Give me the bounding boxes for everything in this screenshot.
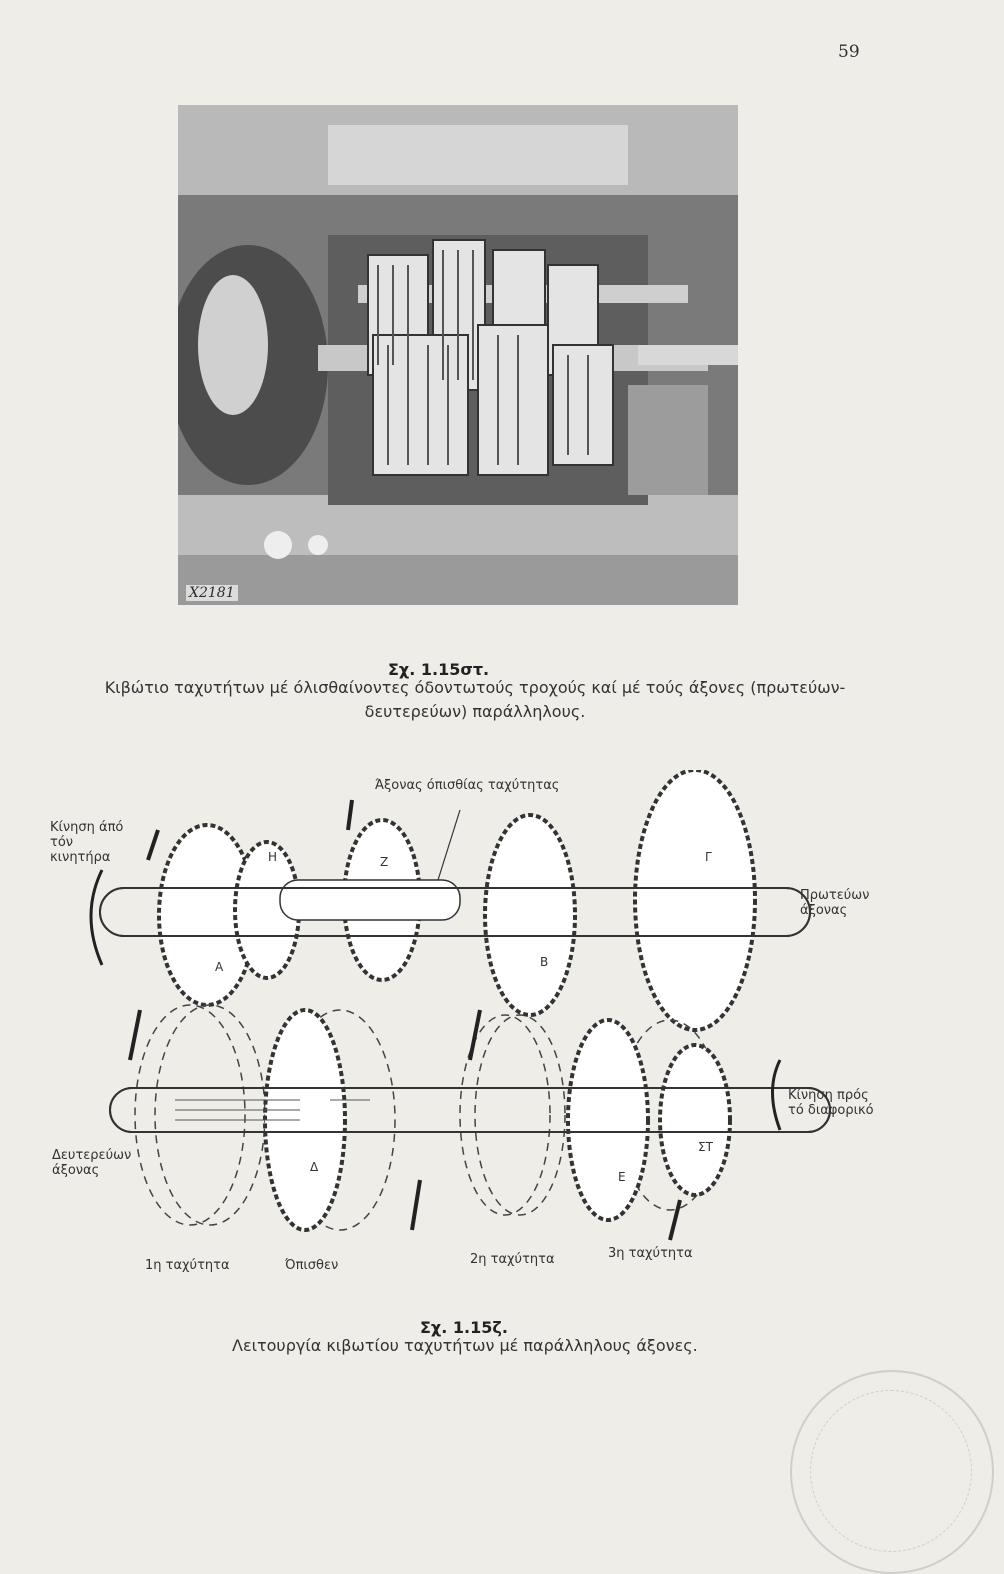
gear-label-st: ΣΤ (698, 1140, 713, 1154)
gear-label-d: Δ (310, 1160, 319, 1174)
gear-label-a: Α (215, 960, 224, 974)
library-stamp (790, 1370, 994, 1574)
gear-label-g: Γ (705, 850, 712, 864)
label-input-motion: Κίνηση άπό τόν κινητήρα (50, 820, 124, 865)
gear-label-b: Β (540, 955, 549, 969)
gearbox-photo: X2181 (178, 105, 738, 605)
figure2-title: Σχ. 1.15ζ. (420, 1318, 508, 1337)
label-second-speed: 2η ταχύτητα (470, 1252, 555, 1267)
label-first-speed: 1η ταχύτητα (145, 1258, 230, 1273)
gearbox-diagram: Κίνηση άπό τόν κινητήρα Άξονας όπισθίας … (40, 768, 940, 1310)
label-primary-shaft: Πρωτεύων άξονας (800, 888, 870, 918)
label-third-speed: 3η ταχύτητα (608, 1246, 693, 1261)
label-reverse-speed: Όπισθεν (285, 1258, 339, 1273)
gear-label-h: Η (268, 850, 278, 864)
gear-label-z: Ζ (380, 855, 389, 869)
figure1-title: Σχ. 1.15στ. (388, 660, 490, 679)
figure2-caption: Λειτουργία κιβωτίου ταχυτήτων μέ παράλλη… (232, 1336, 698, 1355)
label-secondary-shaft: Δευτερεύων άξονας (52, 1148, 132, 1178)
photo-code: X2181 (186, 585, 238, 601)
figure1-caption: Κιβώτιο ταχυτήτων μέ όλισθαίνοντες όδοντ… (104, 678, 846, 721)
page-number: 59 (838, 42, 860, 62)
label-reverse-shaft: Άξονας όπισθίας ταχύτητας (375, 778, 560, 793)
label-output-motion: Κίνηση πρός τό διαφορικό (788, 1088, 874, 1118)
gear-label-e: Ε (618, 1170, 626, 1184)
